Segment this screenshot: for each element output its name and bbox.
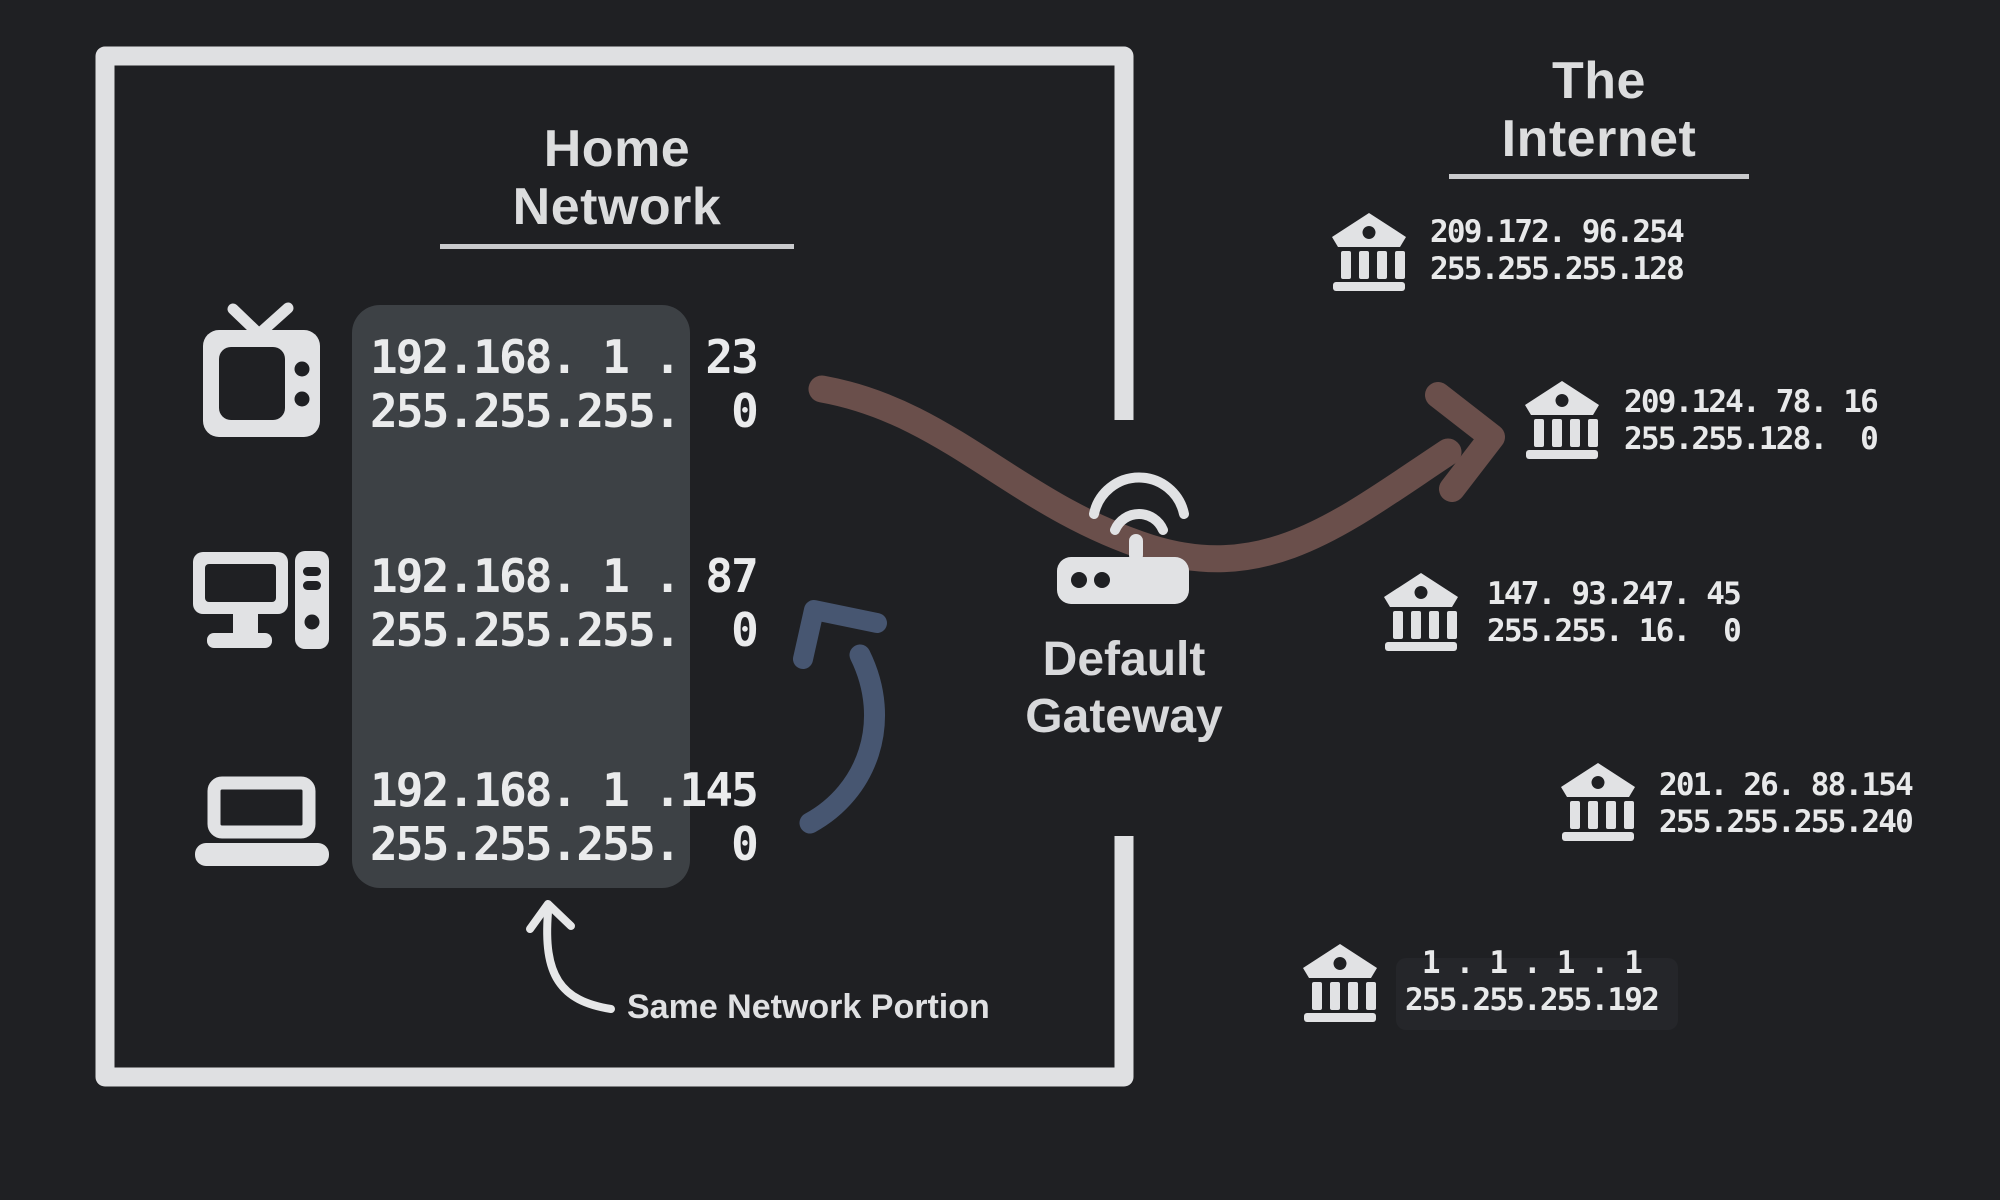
server-5-faint-box (1396, 958, 1678, 1030)
host-portion-arrowhead (793, 600, 887, 669)
server-row: 201. 26. 88.154 255.255.255.240 (1659, 767, 1914, 841)
server-subnet-mask: 255.255.255.192 (1405, 982, 1660, 1018)
device-row: 192.168. 1 . 87 255.255.255. 0 (370, 549, 759, 657)
host-portion-arrow (793, 600, 887, 834)
device-subnet-mask: 255.255.255. 0 (370, 384, 759, 438)
traffic-arrow (808, 375, 1505, 573)
server-row: 209.172. 96.254 255.255.255.128 (1430, 214, 1685, 288)
device-ip: 192.168. 1 . 23 (370, 330, 759, 384)
bank-icon (1561, 763, 1635, 841)
gateway-label-line1: Default (1042, 633, 1206, 686)
device-ip: 192.168. 1 . 87 (370, 549, 759, 603)
server-row: 209.124. 78. 16 255.255.128. 0 (1624, 384, 1879, 458)
server-ip: 147. 93.247. 45 (1487, 576, 1742, 612)
traffic-arrowhead (1425, 382, 1505, 502)
server-ip: 209.172. 96.254 (1430, 214, 1685, 250)
home-network-border (95, 46, 1134, 1087)
device-subnet-mask: 255.255.255. 0 (370, 817, 759, 871)
bank-icon (1303, 944, 1377, 1022)
server-subnet-mask: 255.255. 16. 0 (1487, 613, 1742, 649)
server-ip: 201. 26. 88.154 (1659, 767, 1914, 803)
bank-icon (1384, 573, 1458, 651)
internet-title: The Internet (1449, 52, 1749, 179)
server-subnet-mask: 255.255.128. 0 (1624, 421, 1879, 457)
tv-icon (203, 302, 320, 437)
desktop-icon (193, 551, 329, 649)
bank-icon (1332, 213, 1406, 291)
gateway-label-line2: Gateway (1025, 690, 1223, 743)
home-network-title: Home Network (440, 120, 794, 249)
device-row: 192.168. 1 . 23 255.255.255. 0 (370, 330, 759, 438)
same-network-portion-label: Same Network Portion (627, 988, 990, 1026)
wifi-waves-icon (1089, 472, 1189, 519)
server-row: 1 . 1 . 1 . 1 255.255.255.192 (1405, 945, 1660, 1019)
server-ip: 209.124. 78. 16 (1624, 384, 1879, 420)
network-portion-highlight (352, 305, 690, 888)
server-subnet-mask: 255.255.255.128 (1430, 251, 1685, 287)
server-subnet-mask: 255.255.255.240 (1659, 804, 1914, 840)
annotation-arrow (526, 900, 615, 1013)
server-row: 147. 93.247. 45 255.255. 16. 0 (1487, 576, 1742, 650)
bank-icon (1525, 381, 1599, 459)
device-row: 192.168. 1 .145 255.255.255. 0 (370, 763, 759, 871)
device-ip: 192.168. 1 .145 (370, 763, 759, 817)
annotation-arrowhead (526, 900, 575, 933)
device-subnet-mask: 255.255.255. 0 (370, 603, 759, 657)
server-ip: 1 . 1 . 1 . 1 (1405, 945, 1643, 981)
laptop-icon (195, 776, 329, 866)
router-icon (1057, 472, 1189, 604)
default-gateway-label: Default Gateway (974, 631, 1274, 745)
